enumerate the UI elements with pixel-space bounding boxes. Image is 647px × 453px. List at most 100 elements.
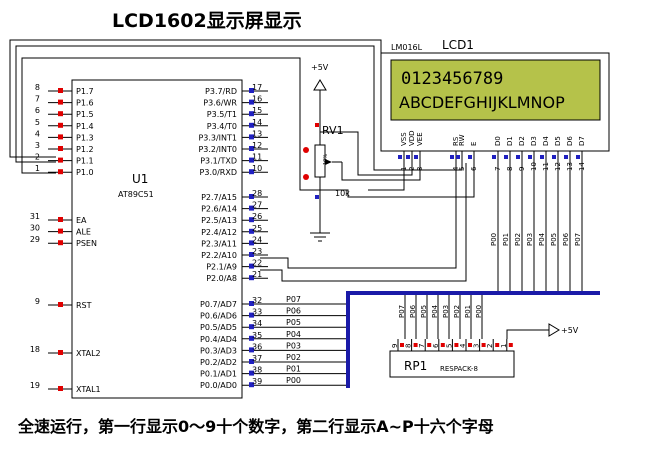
mcu-pin-name: P3.3/INT1 <box>198 133 237 142</box>
lcd-pin-marker <box>406 155 410 159</box>
lcd-data-net: P06 <box>562 232 570 246</box>
respack-pin-num: 9 <box>391 344 399 348</box>
mcu-pin-name: P2.7/A15 <box>201 193 237 202</box>
lcd-pin-name: VEE <box>416 132 424 146</box>
respack-pin-marker <box>427 343 432 347</box>
lcd-model: LM016L <box>391 43 423 52</box>
mcu-body <box>71 79 243 399</box>
mcu-pin-name: P3.5/T1 <box>207 110 237 119</box>
mcu-pin-name: P3.2/INT0 <box>198 145 237 154</box>
mcu-pin-marker <box>249 252 254 257</box>
lcd-data-net: P03 <box>526 233 534 246</box>
mcu-pin-name: P2.6/A14 <box>201 205 237 214</box>
mcu-pin-num: 21 <box>252 270 262 279</box>
mcu-pin-marker <box>249 88 254 93</box>
p0-net-label: P07 <box>286 295 301 304</box>
lcd-pin-name: D1 <box>506 136 514 146</box>
mcu-pin-num: 14 <box>252 118 262 127</box>
mcu-pin-num: 29 <box>30 235 40 244</box>
lcd-pin-name: VSS <box>400 132 408 146</box>
mcu-pin-marker <box>58 217 63 222</box>
respack-net-label: P04 <box>431 304 439 318</box>
mcu-pin-name: P0.5/AD5 <box>200 323 237 332</box>
mcu-pin-num: 9 <box>35 297 40 306</box>
mcu-pin-marker <box>249 335 254 341</box>
lcd-pin-marker <box>528 155 532 159</box>
mcu-pin-name: P0.3/AD3 <box>200 346 237 355</box>
mcu-pin-num: 12 <box>252 141 262 150</box>
pot-marker-top <box>303 147 309 153</box>
mcu-pin-num: 7 <box>35 95 40 104</box>
mcu-pin-num: 13 <box>252 129 262 138</box>
p0-net-label: P00 <box>286 376 301 385</box>
mcu-pin-num: 6 <box>35 106 40 115</box>
mcu-pin-marker <box>58 88 63 93</box>
power-label-top: +5V <box>311 63 329 72</box>
mcu-pin-name: P0.4/AD4 <box>200 335 237 344</box>
mcu-pin-name: P2.0/A8 <box>206 274 237 283</box>
mcu-pin-marker <box>249 194 254 199</box>
mcu-pin-marker <box>249 217 254 223</box>
respack-pin-num: 8 <box>405 344 413 348</box>
mcu-pin-name: ALE <box>76 228 91 237</box>
mcu-pin-marker <box>58 122 63 128</box>
respack-pin-num: 2 <box>486 344 494 348</box>
lcd-pin-marker <box>504 155 508 159</box>
mcu-pin-num: 23 <box>252 247 262 256</box>
mcu-pin-marker <box>249 169 254 175</box>
lcd-data-net: P01 <box>502 233 510 246</box>
mcu-pin-num: 31 <box>30 212 40 221</box>
mcu-pin-num: 26 <box>252 212 262 221</box>
p0-net-label: P02 <box>286 353 301 362</box>
mcu-pin-marker <box>249 157 254 163</box>
lcd-pin-marker <box>450 155 454 159</box>
pot-marker-bot <box>303 174 309 180</box>
mcu-pin-marker <box>249 134 254 140</box>
mcu-pin-num: 10 <box>252 164 262 173</box>
mcu-pin-name: P1.4 <box>76 122 94 131</box>
lcd-line1: 0123456789 <box>401 69 503 89</box>
mcu-pin-num: 30 <box>30 224 40 233</box>
mcu-pin-num: 32 <box>252 296 262 305</box>
respack-pin-num: 3 <box>473 344 481 348</box>
lcd-pin-marker <box>398 155 402 159</box>
mcu-pin-marker <box>249 240 254 246</box>
mcu-pin-name: P2.5/A13 <box>201 216 237 225</box>
mcu-pin-name: P1.2 <box>76 145 94 154</box>
mcu-pin-name: P2.1/A9 <box>206 263 237 272</box>
lcd-pin-marker <box>576 155 580 159</box>
mcu-pin-name: P1.3 <box>76 133 94 142</box>
mcu-pin-marker <box>249 347 254 353</box>
lcd-pin-marker <box>414 155 418 159</box>
pot-pin-bot <box>315 195 319 199</box>
lcd-pin-name: D5 <box>554 136 562 146</box>
pot-body-label: 10% <box>323 154 329 165</box>
mcu-pin-marker <box>58 386 63 391</box>
p0-net-label: P03 <box>286 341 301 350</box>
lcd-pin-marker <box>456 155 460 159</box>
mcu-pin-num: 19 <box>30 381 40 390</box>
power-label-rp: +5V <box>561 326 579 335</box>
lcd-screen <box>390 59 601 121</box>
lcd-data-net: P07 <box>574 233 582 246</box>
pot-ref: RV1 <box>322 124 344 137</box>
respack-net-label: P03 <box>442 305 450 318</box>
lcd-pin-marker <box>516 155 520 159</box>
mcu-pin-marker <box>249 312 254 318</box>
mcu-part: AT89C51 <box>118 190 154 199</box>
mcu-pin-name: P2.2/A10 <box>201 251 237 260</box>
mcu-pin-marker <box>58 146 63 151</box>
lcd-data-net: P04 <box>538 232 546 246</box>
mcu-ref: U1 <box>132 172 148 186</box>
mcu-pin-num: 1 <box>35 164 40 173</box>
p0-net-label: P05 <box>286 318 301 327</box>
mcu-pin-num: 34 <box>252 319 262 328</box>
mcu-pin-marker <box>249 263 254 269</box>
mcu-pin-name: P3.4/T0 <box>207 122 237 131</box>
mcu-pin-num: 17 <box>252 83 262 92</box>
lcd-line2: ABCDEFGHIJKLMNOP <box>399 93 565 112</box>
